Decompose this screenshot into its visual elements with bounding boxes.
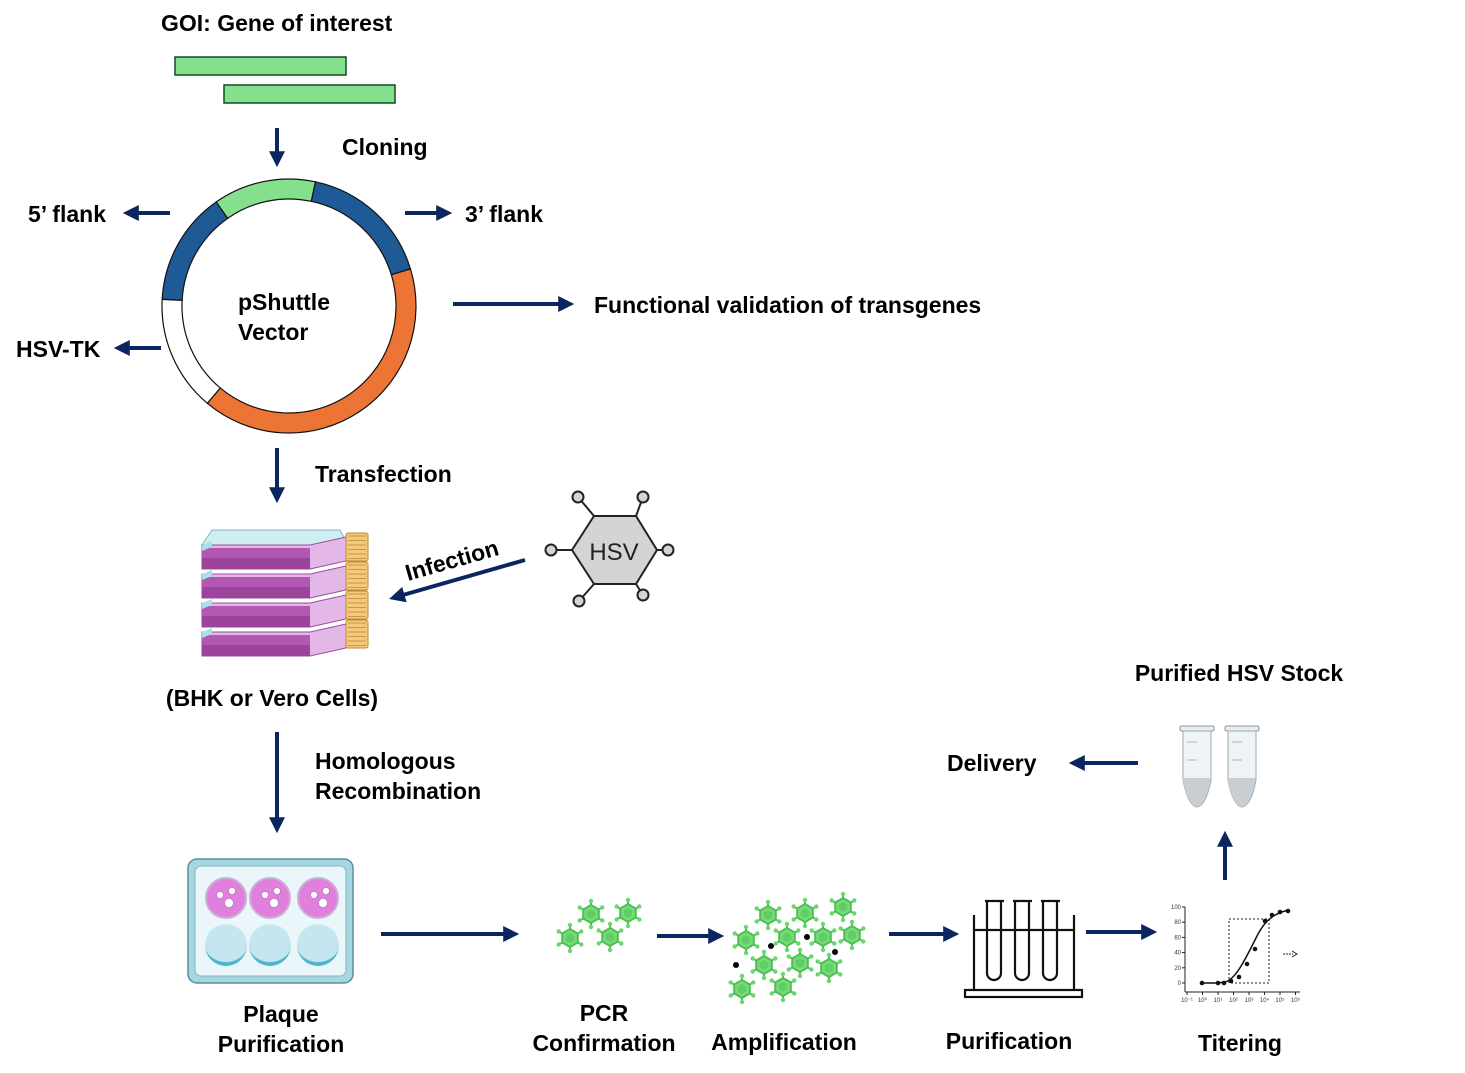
amplification-label: Amplification	[711, 1029, 857, 1055]
empty-well	[297, 924, 339, 966]
titer-point	[1262, 918, 1268, 924]
pcr-label-line1: PCR	[580, 1000, 629, 1026]
infection-label: Infection	[402, 534, 501, 585]
virus-icon	[785, 946, 815, 980]
homologous-label-line2: Recombination	[315, 778, 481, 804]
flask-cap	[345, 590, 369, 620]
amplification-virus-cluster	[727, 890, 867, 1006]
plasmid-goi-segment	[215, 178, 317, 220]
infection-arrow	[389, 558, 526, 603]
plaque-label-line1: Plaque	[243, 1001, 318, 1027]
y-tick-label: 100	[1171, 905, 1182, 911]
hsv-virion-icon	[544, 490, 675, 608]
titer-point	[1269, 912, 1275, 918]
virus-icon	[555, 921, 585, 955]
x-tick-label: 10⁻¹	[1181, 998, 1193, 1004]
titer-point	[1221, 980, 1227, 986]
pshuttle-plasmid	[161, 178, 417, 434]
virus-icon	[772, 920, 802, 954]
virus-icon	[613, 896, 643, 930]
virus-icon	[790, 896, 820, 930]
y-tick-label: 40	[1174, 951, 1181, 957]
empty-well	[205, 924, 247, 966]
virus-icon	[814, 951, 844, 985]
cloning-label: Cloning	[342, 134, 428, 160]
plasmid-5-flank-segment	[161, 201, 229, 302]
cells-label: (BHK or Vero Cells)	[166, 685, 378, 711]
y-tick-label: 20	[1174, 966, 1181, 972]
titer-curve-plot: 100 80 60 40 20 0 10⁻¹ 10⁰ 10¹ 10² 10³ 10⁴ 10⁵ 10⁶	[1171, 905, 1301, 1004]
titer-point	[1244, 961, 1250, 967]
purification-label: Purification	[946, 1028, 1073, 1054]
x-tick-label: 10²	[1229, 998, 1238, 1004]
empty-well	[249, 924, 291, 966]
y-tick-label: 0	[1178, 981, 1182, 987]
goi-fragment-1	[174, 56, 347, 76]
titer-point	[1215, 980, 1221, 986]
virus-icon	[595, 920, 625, 954]
virus-icon	[731, 923, 761, 957]
titer-point	[1236, 974, 1242, 980]
vector-label-line1: pShuttle	[238, 289, 330, 315]
titer-point	[1199, 980, 1205, 986]
virus-icon	[768, 970, 798, 1004]
homologous-label-line1: Homologous	[315, 748, 456, 774]
virus-icon	[808, 920, 838, 954]
flank3-label: 3’ flank	[465, 201, 543, 227]
x-tick-label: 10¹	[1214, 998, 1223, 1004]
test-tube-rack-icon	[963, 899, 1084, 999]
flask-cap	[345, 619, 369, 649]
x-tick-label: 10⁵	[1275, 997, 1285, 1004]
titer-point	[1277, 909, 1283, 915]
flank5-label: 5’ flank	[28, 201, 106, 227]
hsv-label: HSV	[589, 539, 638, 566]
functional-validation-label: Functional validation of transgenes	[594, 292, 981, 318]
pcr-virus-cluster	[555, 896, 643, 955]
vector-label-line2: Vector	[238, 319, 308, 345]
eppendorf-tubes-icon	[1179, 725, 1260, 808]
plaque-well	[297, 877, 339, 919]
plasmid-3-flank-segment	[310, 181, 412, 276]
delivery-label: Delivery	[947, 750, 1037, 776]
y-tick-label: 80	[1174, 920, 1181, 926]
plaque-well	[249, 877, 291, 919]
titer-point	[1228, 978, 1234, 984]
virus-icon	[749, 948, 779, 982]
transfection-label: Transfection	[315, 461, 452, 487]
x-tick-label: 10⁰	[1198, 997, 1208, 1004]
cell-culture-flask-stack	[201, 529, 369, 657]
x-tick-label: 10³	[1245, 998, 1254, 1004]
x-tick-label: 10⁴	[1260, 997, 1270, 1004]
virus-icon	[828, 890, 858, 924]
x-tick-label: 10⁶	[1291, 997, 1301, 1004]
flask-cap	[345, 561, 369, 591]
goi-fragment-2	[223, 84, 396, 104]
flask-cap	[345, 532, 369, 562]
pcr-label-line2: Confirmation	[532, 1030, 675, 1056]
virus-icon	[727, 972, 757, 1006]
virus-icon	[576, 897, 606, 931]
purified-stock-label: Purified HSV Stock	[1135, 660, 1344, 686]
plasmid-hsv-tk-segment	[161, 298, 222, 405]
titering-label: Titering	[1198, 1030, 1282, 1056]
virus-icon	[753, 898, 783, 932]
goi-title: GOI: Gene of interest	[161, 10, 393, 36]
plaque-well	[205, 877, 247, 919]
titer-point	[1252, 946, 1258, 952]
hsv-tk-label: HSV-TK	[16, 336, 101, 362]
plaque-label-line2: Purification	[218, 1031, 345, 1057]
six-well-plate-icon	[187, 858, 354, 984]
titer-point	[1285, 908, 1291, 914]
virus-icon	[837, 918, 867, 952]
y-tick-label: 60	[1174, 935, 1181, 941]
